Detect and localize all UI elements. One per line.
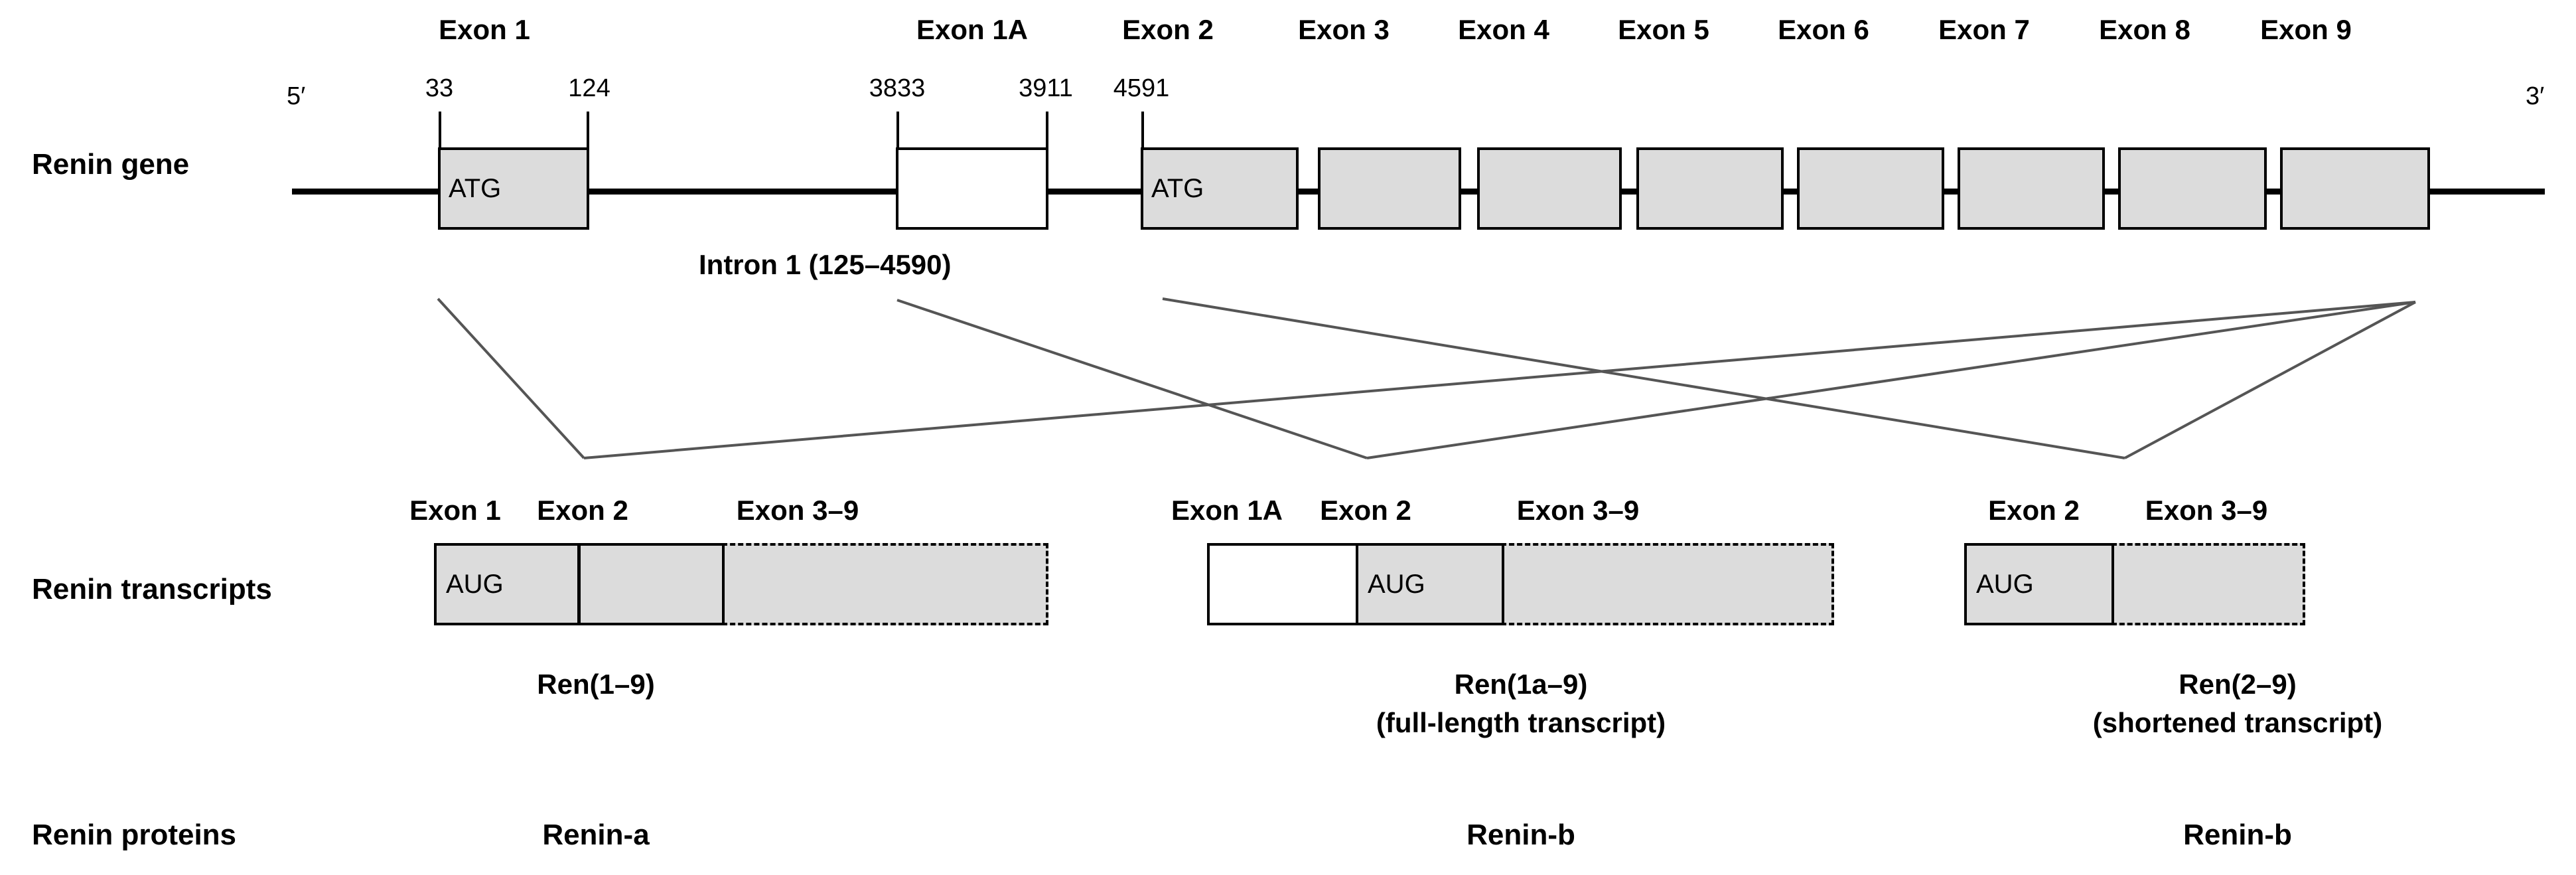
intron-1-label: Intron 1 (125–4590) [699,249,952,280]
five-prime-label: 5′ [287,82,306,110]
gene-exon-box-1a [896,147,1048,230]
transcript-2-name: Ren(1a–9) [1454,669,1588,700]
gene-exon-2-start-tick [1141,112,1144,149]
gene-exon-box-9 [2280,147,2430,230]
transcript-2-exon2-box: AUG [1356,543,1504,625]
row-label-renin-gene: Renin gene [32,148,190,181]
gene-exon-2-start-coord: 4591 [1113,74,1170,102]
gene-exon-title-8: Exon 8 [2099,14,2190,45]
gene-exon-title-2: Exon 2 [1122,14,1214,45]
gene-exon-1-atg-label: ATG [449,174,502,203]
gene-exon-box-7 [1958,147,2105,230]
transcript-3-exon2-box: AUG [1964,543,2114,625]
gene-exon-title-5: Exon 5 [1618,14,1709,45]
gene-exon-box-3 [1318,147,1461,230]
transcript-1-name: Ren(1–9) [537,669,655,700]
gene-exon-title-4: Exon 4 [1458,14,1549,45]
transcript-2-segment-label-0: Exon 1A [1171,495,1283,526]
gene-exon-box-5 [1636,147,1784,230]
transcript-3-segment-label-0: Exon 2 [1988,495,2080,526]
gene-exon-title-1: Exon 1 [439,14,530,45]
connector-ren2-9-to-exon9 [2124,301,2416,459]
three-prime-label: 3′ [2526,82,2545,110]
transcript-1-segment-label-1: Exon 2 [537,495,628,526]
connector-exon1-to-ren1-9 [437,297,585,459]
transcript-2-segment-label-1: Exon 2 [1320,495,1411,526]
gene-exon-1-start-tick [439,112,441,149]
gene-exon-1a-end-tick [1046,112,1048,149]
transcript-3-exon3-9-box [2111,543,2305,625]
transcript-1-segment-label-0: Exon 1 [409,495,501,526]
transcript-1-exon-divider [577,546,581,623]
transcript-3-note: (shortened transcript) [2092,707,2383,738]
row-label-renin-proteins: Renin proteins [32,819,237,851]
transcript-1-exon1-exon2-box: AUG [434,543,725,625]
gene-exon-2-atg-label: ATG [1151,174,1204,203]
transcript-3-name: Ren(2–9) [2179,669,2297,700]
gene-exon-1a-start-coord: 3833 [869,74,926,102]
gene-exon-1-end-tick [587,112,589,149]
transcript-2-exon1a-box [1207,543,1358,625]
gene-exon-title-6: Exon 6 [1778,14,1869,45]
gene-exon-title-9: Exon 9 [2260,14,2352,45]
transcript-2-segment-label-2: Exon 3–9 [1516,495,1640,526]
protein-name-renin-b-2: Renin-b [2183,819,2292,851]
connector-exon1a-to-ren1a-9 [896,299,1368,459]
transcript-1-aug-label: AUG [446,570,504,599]
transcript-3-segment-label-1: Exon 3–9 [2145,495,2268,526]
connector-exon2-to-ren2-9 [1162,297,2125,459]
gene-exon-title-7: Exon 7 [1938,14,2030,45]
row-label-renin-transcripts: Renin transcripts [32,573,272,605]
transcript-3-aug-label: AUG [1976,570,2034,599]
transcript-2-note: (full-length transcript) [1376,707,1666,738]
gene-exon-title-1a: Exon 1A [916,14,1029,45]
transcript-1-segment-label-2: Exon 3–9 [736,495,859,526]
transcript-2-exon3-9-box [1501,543,1834,625]
transcript-2-aug-label: AUG [1368,570,1425,599]
gene-exon-1a-end-coord: 3911 [1019,74,1073,102]
transcript-1-exon3-9-box [722,543,1048,625]
gene-exon-box-4 [1477,147,1622,230]
gene-exon-1a-start-tick [896,112,899,149]
protein-name-renin-a: Renin-a [542,819,650,851]
gene-exon-1-start-coord: 33 [425,74,454,102]
gene-exon-box-8 [2118,147,2267,230]
gene-exon-box-6 [1797,147,1944,230]
gene-exon-title-3: Exon 3 [1298,14,1390,45]
connector-ren1-9-to-exon9 [583,301,2416,459]
gene-exon-box-1: ATG [438,147,589,230]
connector-ren1a-9-to-exon9 [1366,301,2416,459]
protein-name-renin-b-1: Renin-b [1467,819,1575,851]
gene-exon-box-2: ATG [1141,147,1299,230]
gene-exon-1-end-coord: 124 [568,74,610,102]
